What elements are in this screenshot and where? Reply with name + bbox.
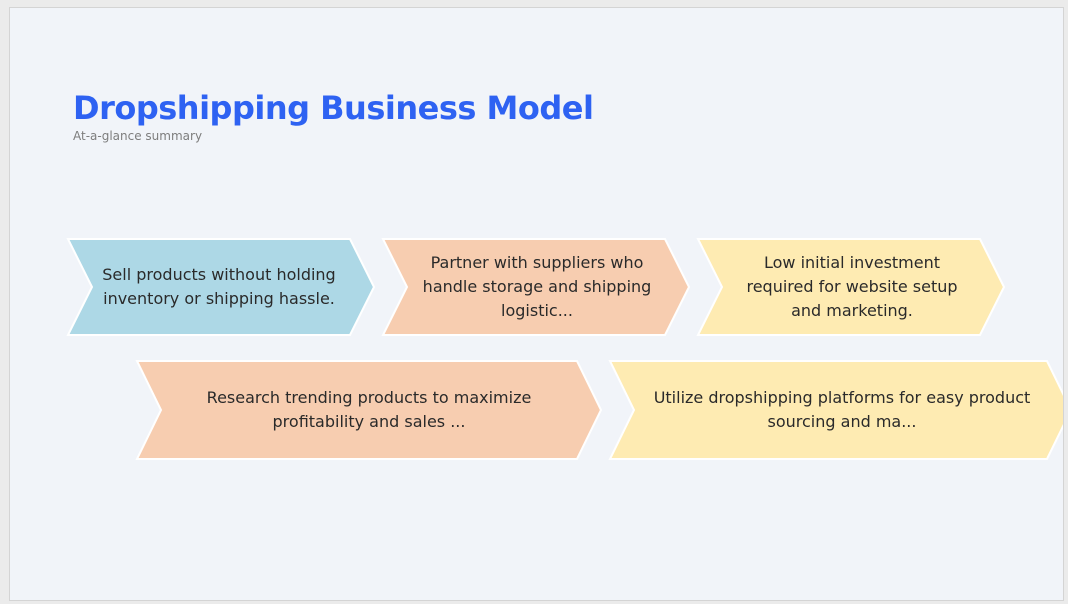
chevron-text-5: Utilize dropshipping platforms for easy … [653, 388, 1031, 431]
chevron-diagram [66, 238, 1063, 460]
chevron-text-2: Partner with suppliers who handle storag… [422, 253, 652, 320]
chevron-shape-2 [381, 238, 691, 336]
chevron-shape-5 [608, 360, 1063, 460]
chevron-shape-1 [66, 238, 376, 336]
chevron-shape-3 [696, 238, 1006, 336]
slide-title: Dropshipping Business Model [73, 89, 594, 127]
chevron-text-3: Low initial investment required for webs… [746, 253, 958, 320]
slide: Dropshipping Business Model At-a-glance … [9, 7, 1064, 601]
chevron-text-1: Sell products without holding inventory … [102, 265, 336, 308]
chevron-shape-4 [135, 360, 603, 460]
slide-subtitle: At-a-glance summary [73, 129, 203, 143]
chevron-text-4: Research trending products to maximize p… [206, 388, 532, 431]
